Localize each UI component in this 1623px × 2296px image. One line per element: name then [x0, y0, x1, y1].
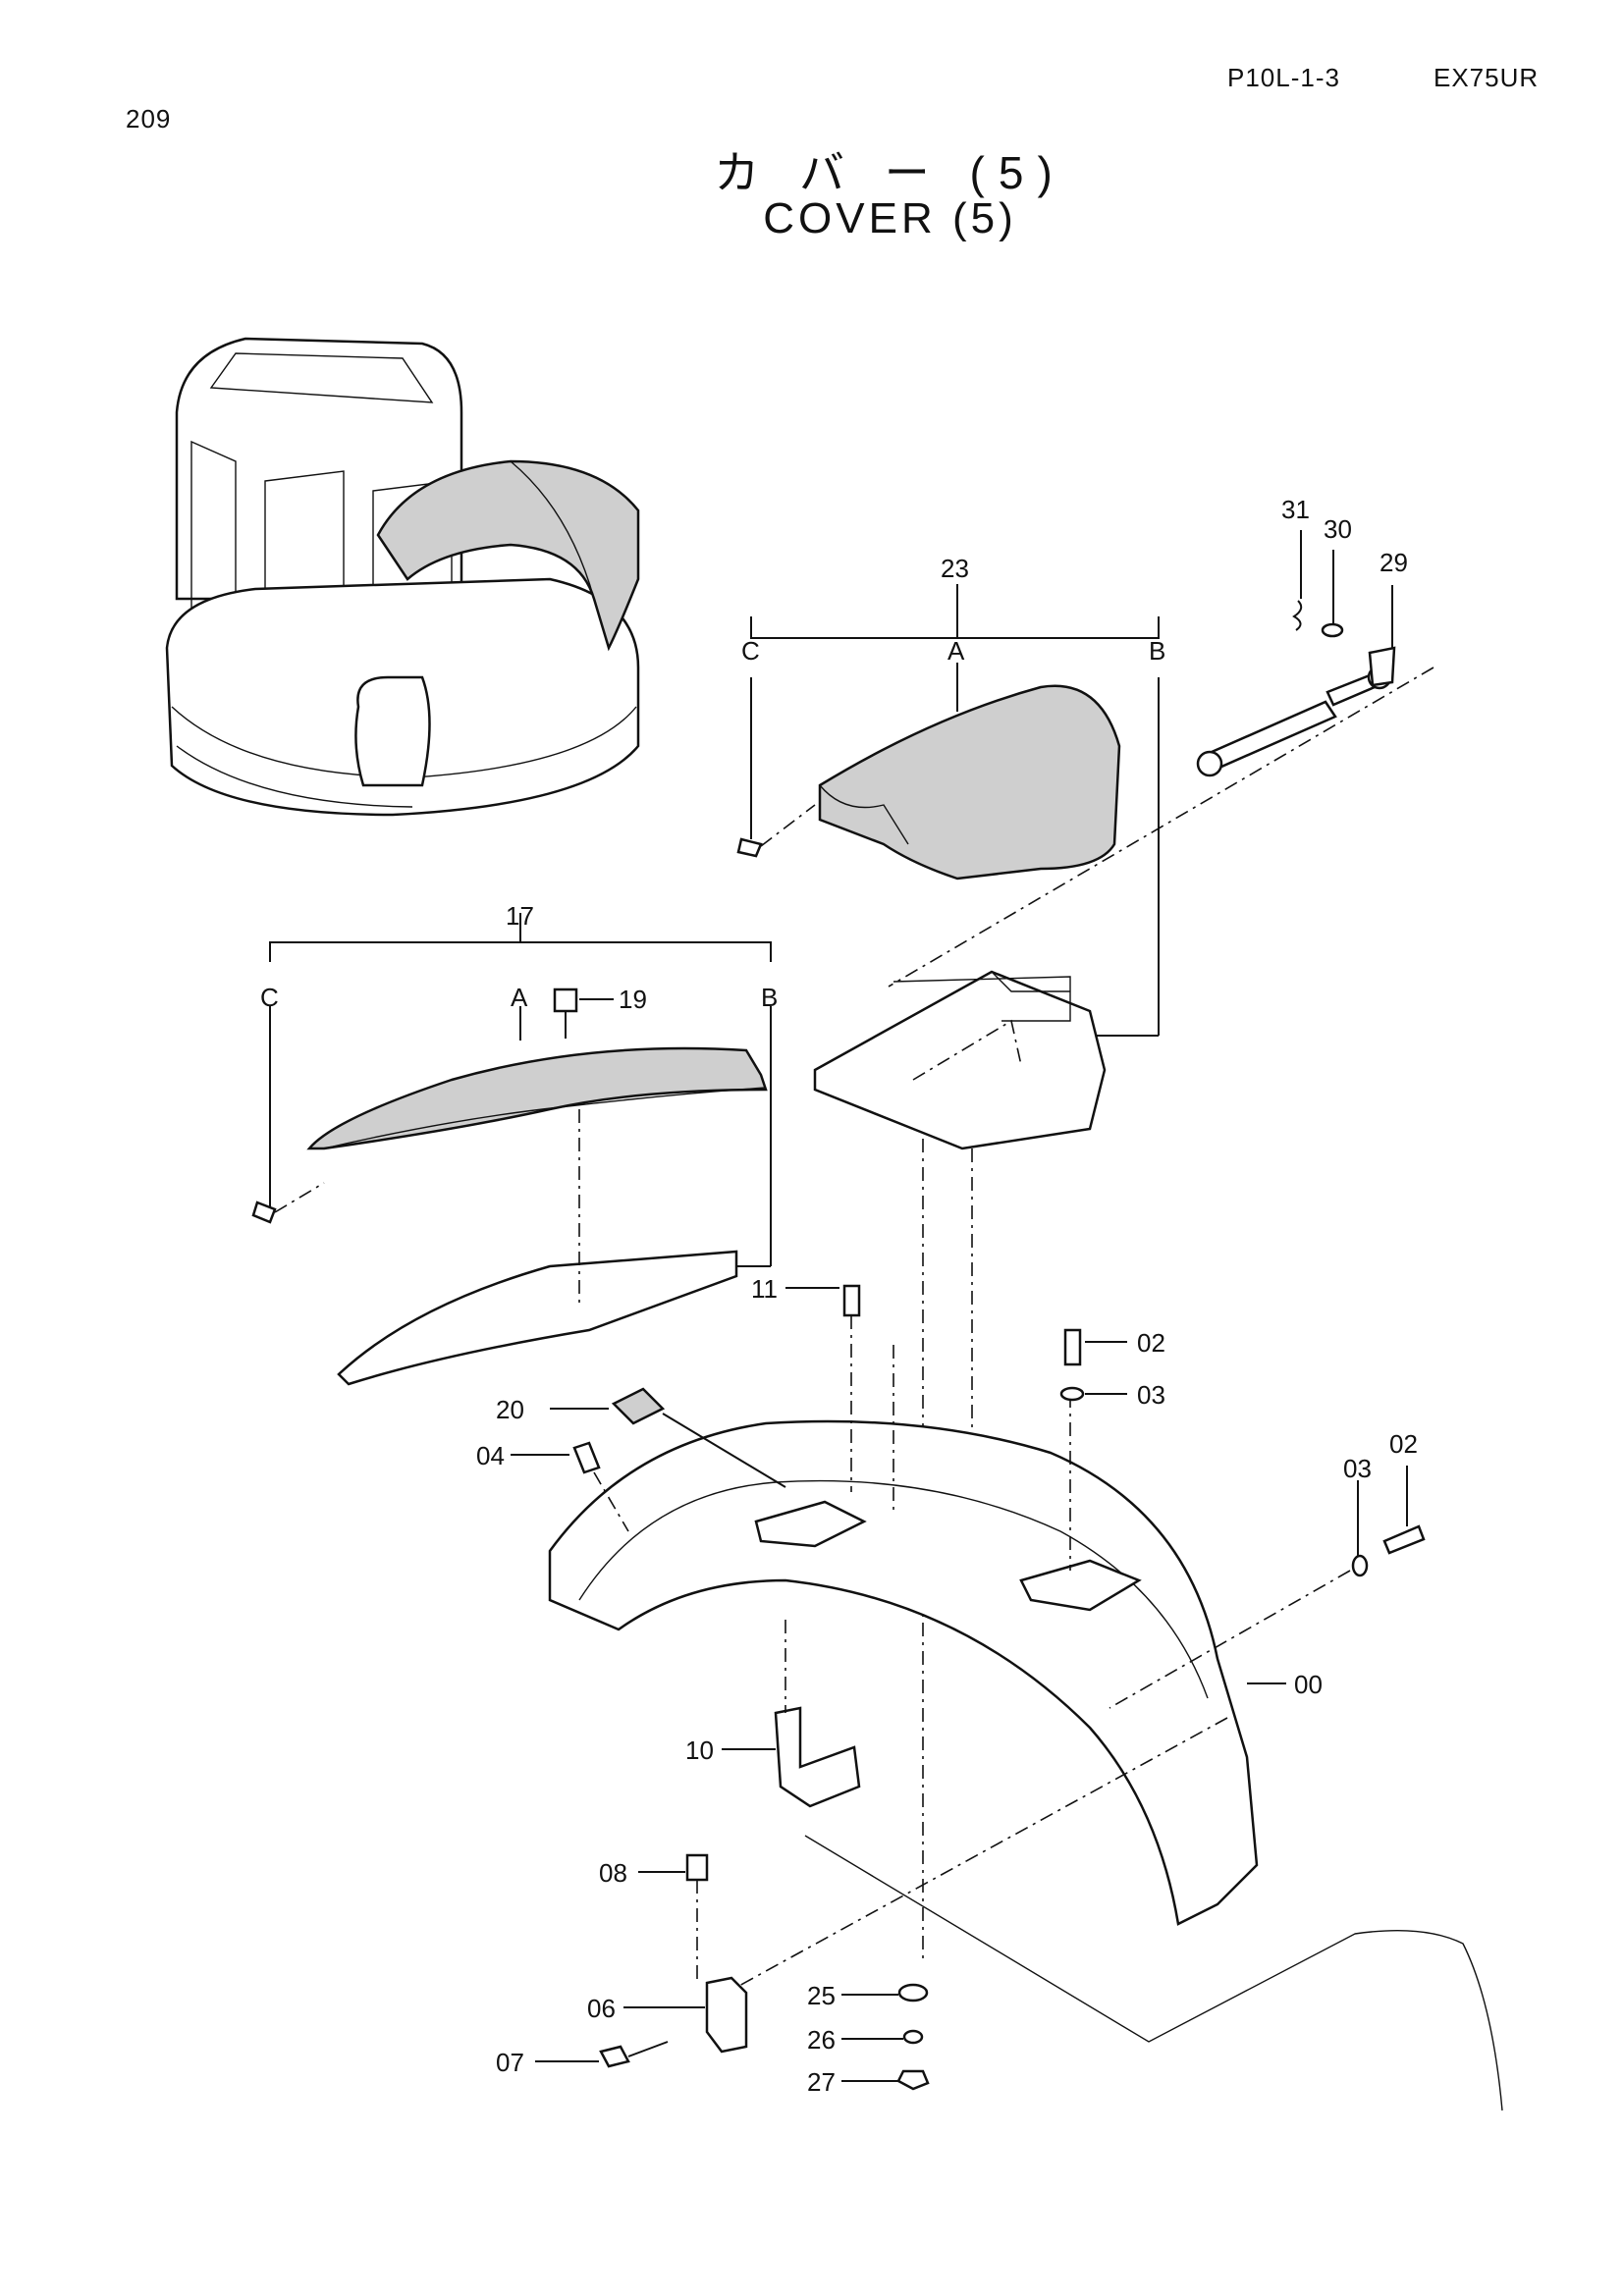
callout-26: 26 — [807, 2025, 836, 2055]
hardware — [572, 1284, 1426, 2091]
bracket-06 — [599, 1853, 748, 2068]
callout-30: 30 — [1324, 514, 1352, 544]
callout-29: 29 — [1380, 548, 1408, 577]
callout-00: 00 — [1294, 1670, 1323, 1699]
callout-23-c: C — [741, 636, 760, 666]
callout-25: 25 — [807, 1981, 836, 2010]
excavator-overview — [165, 337, 640, 817]
gas-spring-assembly — [888, 530, 1434, 988]
title-japanese: カ バ ー (5) — [714, 147, 1066, 198]
cushion-23 — [736, 584, 1160, 1037]
page-number: 209 — [126, 104, 172, 133]
callout-03-upper: 03 — [1137, 1380, 1165, 1410]
callout-20: 20 — [496, 1395, 524, 1424]
catalog-code: P10L-1-3 — [1227, 63, 1340, 92]
callout-06: 06 — [587, 1994, 616, 2023]
callout-07: 07 — [496, 2048, 524, 2077]
model-name: EX75UR — [1434, 63, 1540, 92]
callout-08: 08 — [599, 1858, 627, 1888]
callout-10: 10 — [685, 1735, 714, 1765]
callout-02-upper: 02 — [1137, 1328, 1165, 1358]
callout-23-b: B — [1149, 636, 1165, 666]
fender-00 — [548, 1345, 1503, 2111]
callout-31: 31 — [1281, 495, 1310, 524]
callout-27: 27 — [807, 2067, 836, 2097]
title-english: COVER (5) — [763, 194, 1017, 242]
callout-17-b: B — [761, 983, 778, 1012]
callout-17: 17 — [506, 901, 534, 931]
callout-04: 04 — [476, 1441, 505, 1470]
callout-23: 23 — [941, 554, 969, 583]
cover-17 — [251, 913, 772, 1267]
callout-17-c: C — [260, 983, 279, 1012]
callout-03-right: 03 — [1343, 1454, 1372, 1483]
bracket-10 — [774, 1620, 861, 1808]
callout-11: 11 — [751, 1274, 778, 1304]
callout-19: 19 — [619, 985, 647, 1014]
leader-lines — [511, 1287, 1408, 2082]
callout-23-a: A — [947, 636, 965, 666]
callout-17-a: A — [511, 983, 528, 1012]
cover-plate — [337, 1109, 738, 1386]
callout-02-right: 02 — [1389, 1429, 1418, 1459]
